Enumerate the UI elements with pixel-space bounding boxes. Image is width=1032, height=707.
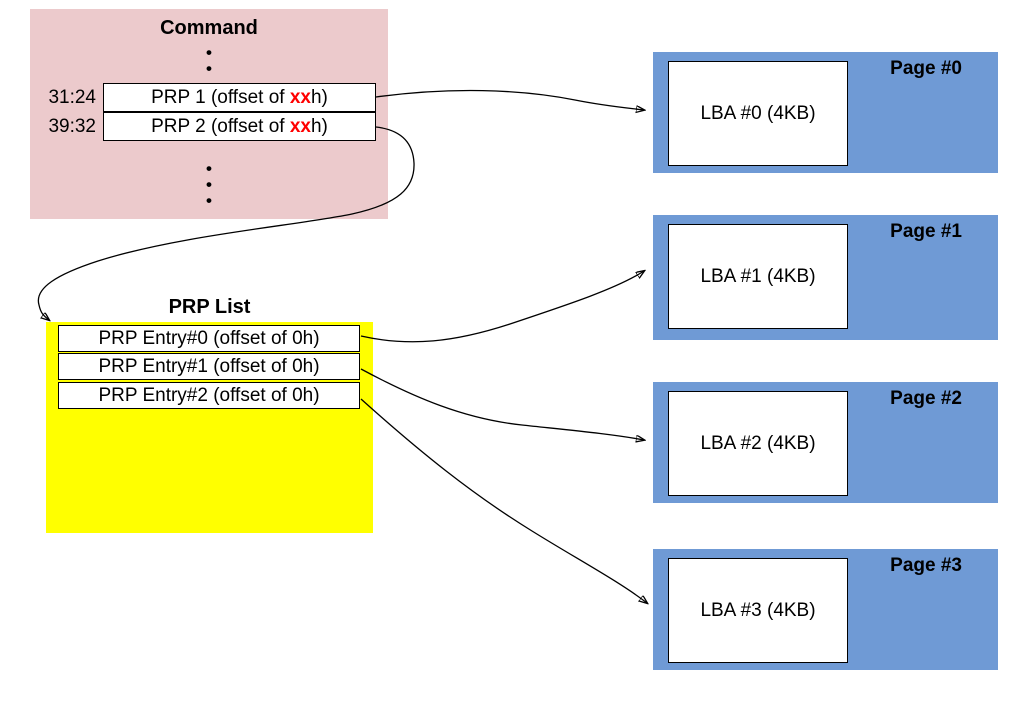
prp-list-entry-0: PRP Entry#0 (offset of 0h) [58,325,360,352]
memory-page-1: Page #1 LBA #1 (4KB) [653,215,998,340]
ellipsis-dots-top: • • [206,43,212,78]
prp1-offset-highlight: xx [289,87,311,108]
memory-page-3: Page #3 LBA #3 (4KB) [653,549,998,670]
prp-list-block: PRP Entry#0 (offset of 0h) PRP Entry#1 (… [46,322,373,533]
arrow-entry1-to-page2 [360,368,644,440]
prp-list-entry-1: PRP Entry#1 (offset of 0h) [58,353,360,380]
prp2-text: PRP 2 (offset of [151,116,290,137]
command-row-prp1: PRP 1 (offset of xxh) [103,83,376,112]
prp-list-title: PRP List [168,296,251,318]
prp-list-entry-2: PRP Entry#2 (offset of 0h) [58,382,360,409]
prp1-text-suffix: h) [310,87,328,108]
bit-range-label-prp2: 39:32 [48,116,96,137]
arrow-entry2-to-page3 [360,398,647,603]
memory-page-0: Page #0 LBA #0 (4KB) [653,52,998,173]
page-0-label: Page #0 [890,58,962,79]
command-title: Command [160,17,258,39]
prp1-text: PRP 1 (offset of [151,87,290,108]
lba-3-box: LBA #3 (4KB) [668,558,848,663]
page-2-label: Page #2 [890,388,962,409]
lba-0-box: LBA #0 (4KB) [668,61,848,166]
arrow-prp1-to-page0 [375,89,644,110]
page-3-label: Page #3 [890,555,962,576]
memory-page-2: Page #2 LBA #2 (4KB) [653,382,998,503]
prp2-text-suffix: h) [310,116,328,137]
command-row-prp2: PRP 2 (offset of xxh) [103,112,376,141]
bit-range-label-prp1: 31:24 [48,87,96,108]
lba-2-box: LBA #2 (4KB) [668,391,848,496]
page-1-label: Page #1 [890,221,962,242]
lba-1-box: LBA #1 (4KB) [668,224,848,329]
command-block: Command • • 31:24 PRP 1 (offset of xxh) … [30,9,388,219]
prp2-offset-highlight: xx [289,116,311,137]
arrow-entry0-to-page1 [360,271,644,343]
ellipsis-dots-bottom: • • • [206,159,212,210]
